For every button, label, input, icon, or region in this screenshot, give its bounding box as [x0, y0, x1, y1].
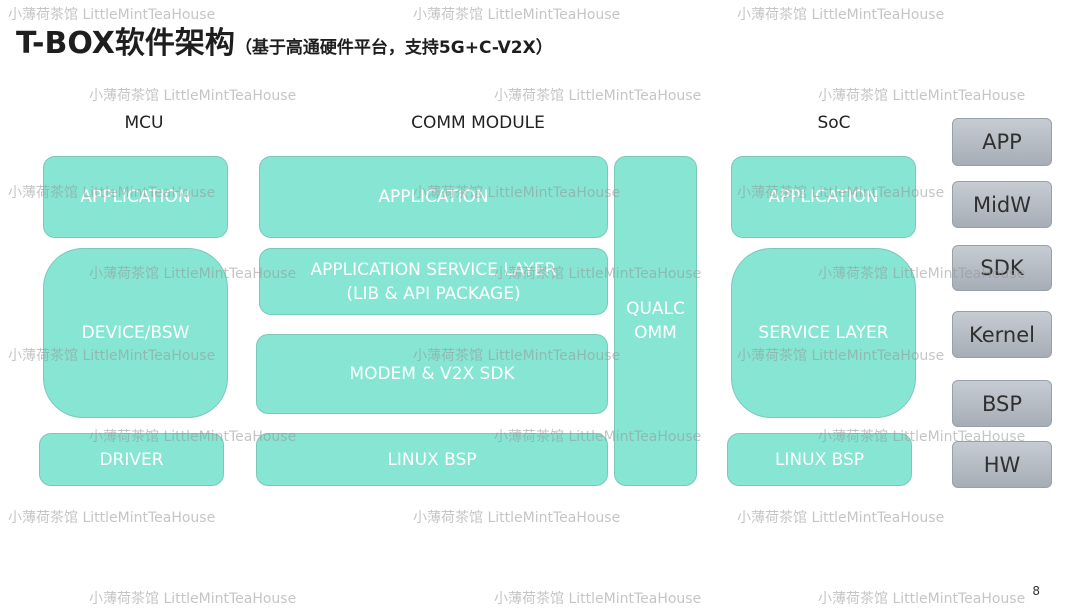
layer-midw: MidW — [952, 181, 1052, 228]
watermark: 小薄荷茶馆 LittleMintTeaHouse — [737, 510, 945, 526]
layer-kernel: Kernel — [952, 311, 1052, 358]
watermark: 小薄荷茶馆 LittleMintTeaHouse — [413, 510, 621, 526]
comm-linux-bsp-block: LINUX BSP — [256, 433, 608, 486]
watermark: 小薄荷茶馆 LittleMintTeaHouse — [818, 88, 1026, 104]
mcu-application-label: APPLICATION — [80, 187, 191, 207]
watermark: 小薄荷茶馆 LittleMintTeaHouse — [494, 591, 702, 607]
comm-app-service-layer-block: APPLICATION SERVICE LAYER (LIB & API PAC… — [259, 248, 608, 315]
qualcomm-block: QUALC OMM — [614, 156, 697, 486]
comm-modem-v2x-sdk-label: MODEM & V2X SDK — [349, 364, 515, 384]
soc-service-layer-block: SERVICE LAYER — [731, 248, 916, 418]
mcu-device-bsw-label: DEVICE/BSW — [81, 323, 190, 343]
comm-app-service-layer-label: APPLICATION SERVICE LAYER (LIB & API PAC… — [310, 259, 557, 304]
layer-app: APP — [952, 118, 1052, 166]
column-label-mcu: MCU — [124, 113, 164, 133]
comm-linux-bsp-label: LINUX BSP — [387, 449, 477, 470]
column-label-soc: SoC — [817, 113, 851, 133]
column-label-comm-module: COMM MODULE — [411, 113, 545, 133]
watermark: 小薄荷茶馆 LittleMintTeaHouse — [737, 7, 945, 23]
soc-linux-bsp-label: LINUX BSP — [774, 449, 865, 470]
soc-application-label: APPLICATION — [768, 187, 879, 207]
watermark: 小薄荷茶馆 LittleMintTeaHouse — [89, 88, 297, 104]
layer-sdk: SDK — [952, 245, 1052, 291]
comm-application-label: APPLICATION — [378, 187, 489, 207]
mcu-device-bsw-block: DEVICE/BSW — [43, 248, 228, 418]
watermark: 小薄荷茶馆 LittleMintTeaHouse — [89, 591, 297, 607]
watermark: 小薄荷茶馆 LittleMintTeaHouse — [494, 88, 702, 104]
comm-modem-v2x-sdk-block: MODEM & V2X SDK — [256, 334, 608, 414]
layer-bsp: BSP — [952, 380, 1052, 427]
soc-application-block: APPLICATION — [731, 156, 916, 238]
mcu-driver-label: DRIVER — [99, 449, 164, 470]
qualcomm-label: QUALC OMM — [626, 299, 685, 343]
watermark: 小薄荷茶馆 LittleMintTeaHouse — [8, 510, 216, 526]
watermark: 小薄荷茶馆 LittleMintTeaHouse — [818, 591, 1026, 607]
soc-linux-bsp-block: LINUX BSP — [727, 433, 912, 486]
comm-application-block: APPLICATION — [259, 156, 608, 238]
soc-service-layer-label: SERVICE LAYER — [758, 323, 889, 343]
title-subtitle: （基于高通硬件平台，支持5G+C-V2X） — [234, 38, 553, 58]
page-title: T-BOX软件架构（基于高通硬件平台，支持5G+C-V2X） — [16, 18, 553, 62]
title-main: T-BOX软件架构 — [16, 26, 235, 61]
layer-hw: HW — [952, 441, 1052, 488]
mcu-driver-block: DRIVER — [39, 433, 224, 486]
mcu-application-block: APPLICATION — [43, 156, 228, 238]
page-number: 8 — [1032, 584, 1040, 598]
